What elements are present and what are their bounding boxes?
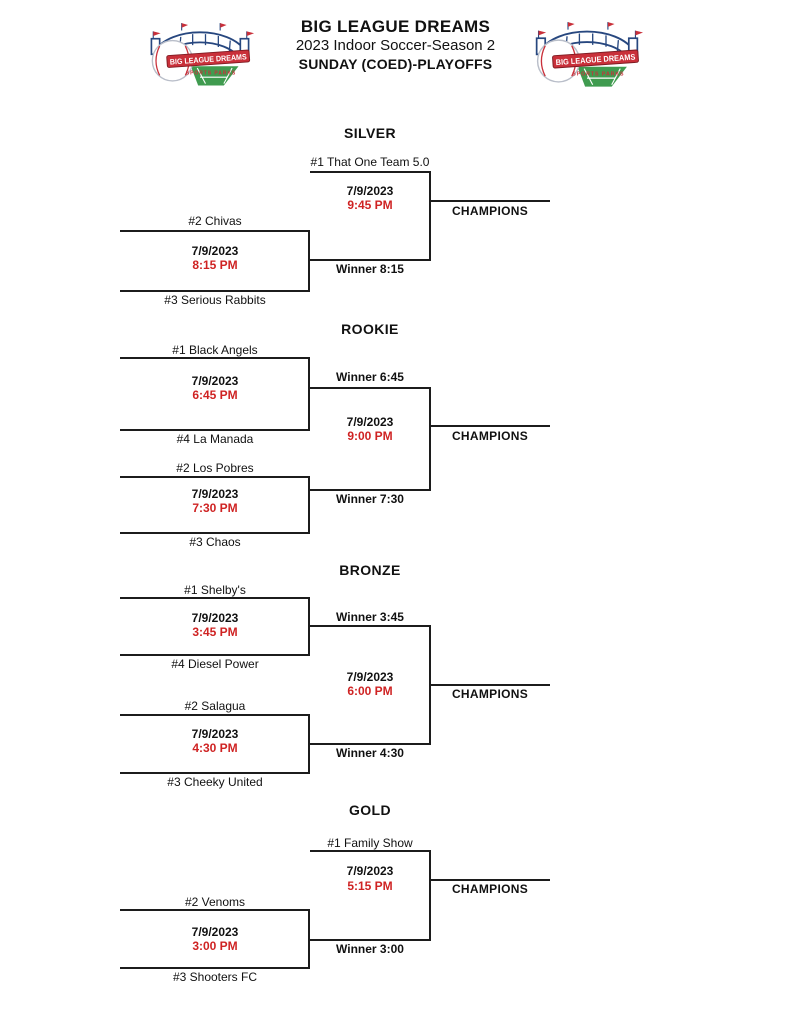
team-name: #4 La Manada (176, 432, 254, 446)
team-name: #2 Venoms (184, 895, 246, 909)
champions-label: CHAMPIONS (451, 882, 529, 896)
match-time: 6:45 PM (192, 388, 238, 402)
bracket-title-gold: GOLD (348, 802, 392, 818)
bld-logo-right: BIG LEAGUE DREAMS SPORTS PARKS (535, 22, 644, 87)
winner-label: Winner 6:45 (336, 370, 404, 384)
bronze-m1-connector (308, 597, 310, 656)
field-icon (577, 66, 627, 87)
bronze-m2-winner-line (310, 743, 429, 745)
gold-winner-line (310, 939, 429, 941)
champions-label: CHAMPIONS (451, 687, 529, 701)
bronze-m1-top-line (120, 597, 310, 599)
rookie-champions-line (431, 425, 550, 427)
team-name: #1 Shelby's (184, 583, 246, 597)
bronze-m1-bottom-line (120, 654, 310, 656)
match-date: 7/9/2023 (191, 925, 239, 939)
logo-subtitle-text: SPORTS PARKS (572, 71, 624, 77)
gold-final-connector (429, 850, 431, 941)
match-time: 3:45 PM (192, 625, 238, 639)
match-date: 7/9/2023 (191, 727, 239, 741)
match-date: 7/9/2023 (191, 611, 239, 625)
bracket-title-bronze: BRONZE (339, 562, 401, 578)
rookie-m1-top-line (120, 357, 310, 359)
rookie-m2-top-line (120, 476, 310, 478)
silver-final-connector (429, 171, 431, 261)
team-name: #3 Shooters FC (172, 970, 258, 984)
rookie-final-connector (429, 387, 431, 491)
gold-champions-line (431, 879, 550, 881)
logo-subtitle-text: SPORTS PARKS (186, 70, 236, 76)
team-name: #3 Chaos (189, 535, 241, 549)
team-name: #3 Cheeky United (167, 775, 263, 789)
silver-seed1-line (310, 171, 430, 173)
rookie-m1-winner-line (310, 387, 429, 389)
rookie-m2-connector (308, 476, 310, 534)
team-name: #4 Diesel Power (171, 657, 259, 671)
winner-label: Winner 4:30 (336, 746, 404, 760)
gold-seed1-line (310, 850, 430, 852)
bld-logo-left: BIG LEAGUE DREAMS SPORTS PARKS (150, 23, 255, 86)
bronze-champions-line (431, 684, 550, 686)
silver-match-connector (308, 230, 310, 292)
gold-match-top-line (120, 909, 310, 911)
match-date: 7/9/2023 (191, 374, 239, 388)
silver-match-top-line (120, 230, 310, 232)
match-date: 7/9/2023 (346, 864, 394, 878)
team-name: #1 Black Angels (172, 343, 258, 357)
silver-champions-line (431, 200, 550, 202)
silver-winner-line (310, 259, 429, 261)
champions-label: CHAMPIONS (451, 204, 529, 218)
bronze-m2-top-line (120, 714, 310, 716)
match-date: 7/9/2023 (191, 244, 239, 258)
team-name: #1 That One Team 5.0 (310, 155, 430, 169)
winner-label: Winner 7:30 (336, 492, 404, 506)
bracket-title-silver: SILVER (344, 125, 396, 141)
page-title: BIG LEAGUE DREAMS (300, 17, 491, 36)
season-subtitle: 2023 Indoor Soccer-Season 2 (295, 37, 496, 54)
winner-label: Winner 3:45 (336, 610, 404, 624)
bronze-m1-winner-line (310, 625, 429, 627)
match-date: 7/9/2023 (346, 415, 394, 429)
gold-match-connector (308, 909, 310, 969)
rookie-m2-bottom-line (120, 532, 310, 534)
match-time: 8:15 PM (192, 258, 238, 272)
page-header: BIG LEAGUE DREAMS 2023 Indoor Soccer-Sea… (0, 16, 791, 73)
match-time: 4:30 PM (192, 741, 238, 755)
bronze-m2-connector (308, 714, 310, 774)
bracket-title-rookie: ROOKIE (341, 321, 399, 337)
match-date: 7/9/2023 (346, 670, 394, 684)
match-time: 3:00 PM (192, 939, 238, 953)
winner-label: Winner 3:00 (336, 942, 404, 956)
match-time: 9:45 PM (347, 198, 393, 212)
team-name: #2 Los Pobres (176, 461, 254, 475)
rookie-m1-bottom-line (120, 429, 310, 431)
division-subtitle: SUNDAY (COED)-PLAYOFFS (298, 56, 493, 72)
match-date: 7/9/2023 (346, 184, 394, 198)
team-name: #3 Serious Rabbits (164, 293, 266, 307)
rookie-m2-winner-line (310, 489, 429, 491)
bronze-m2-bottom-line (120, 772, 310, 774)
logo-banner: BIG LEAGUE DREAMS (552, 49, 639, 69)
team-name: #1 Family Show (327, 836, 413, 850)
match-time: 5:15 PM (347, 879, 393, 893)
match-date: 7/9/2023 (191, 487, 239, 501)
gold-match-bottom-line (120, 967, 310, 969)
winner-label: Winner 8:15 (336, 262, 404, 276)
silver-match-bottom-line (120, 290, 310, 292)
champions-label: CHAMPIONS (451, 429, 529, 443)
rookie-m1-connector (308, 357, 310, 431)
logo-banner: BIG LEAGUE DREAMS (166, 49, 251, 68)
bronze-final-connector (429, 625, 431, 745)
match-time: 9:00 PM (347, 429, 393, 443)
team-name: #2 Chivas (188, 214, 242, 228)
match-time: 6:00 PM (347, 684, 393, 698)
field-icon (190, 66, 239, 86)
match-time: 7:30 PM (192, 501, 238, 515)
team-name: #2 Salagua (184, 699, 246, 713)
